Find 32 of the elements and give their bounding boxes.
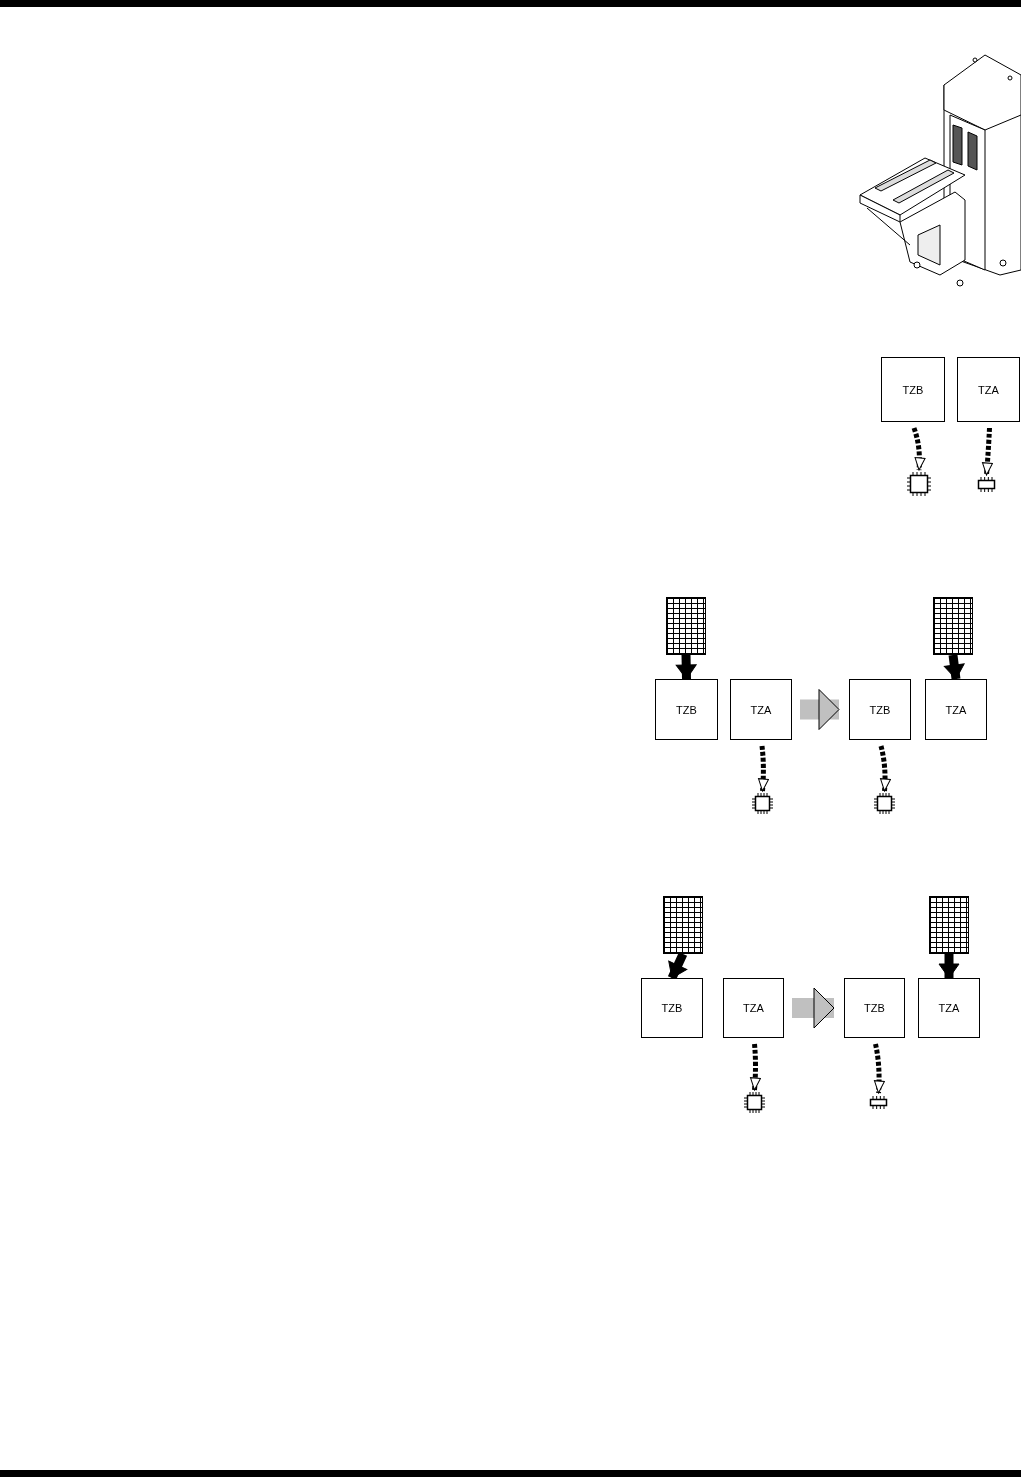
station-box: TZB <box>881 357 945 422</box>
station-box: TZA <box>723 978 784 1038</box>
tray-grid-icon <box>666 597 706 655</box>
station-box: TZA <box>918 978 980 1038</box>
hollow-arrow <box>981 427 993 476</box>
station-box: TZB <box>849 679 911 740</box>
sop-chip-icon <box>867 1095 890 1108</box>
qfp-chip-icon <box>874 793 895 814</box>
station-box: TZA <box>730 679 792 740</box>
arrow <box>675 654 697 680</box>
sop-chip-icon <box>975 477 998 492</box>
hollow-arrow <box>873 1043 885 1094</box>
tray-grid-icon <box>929 896 969 954</box>
arrow <box>667 952 688 980</box>
qfp-chip-icon <box>907 472 931 496</box>
station-box: TZB <box>844 978 905 1038</box>
hollow-arrow <box>749 1043 761 1091</box>
arrow <box>938 954 960 979</box>
tray-grid-icon <box>663 896 703 954</box>
block-arrow <box>800 689 840 730</box>
station-box: TZB <box>641 978 703 1038</box>
station-box: TZA <box>925 679 987 740</box>
hollow-arrow <box>878 745 891 792</box>
station-box: TZB <box>655 679 718 740</box>
block-arrow <box>792 987 835 1029</box>
hollow-arrow <box>757 745 769 792</box>
qfp-chip-icon <box>752 793 773 814</box>
tray-grid-icon <box>933 597 973 655</box>
hollow-arrow <box>911 427 926 471</box>
station-box: TZA <box>957 357 1020 422</box>
arrow <box>943 654 965 680</box>
qfp-chip-icon <box>744 1092 765 1113</box>
